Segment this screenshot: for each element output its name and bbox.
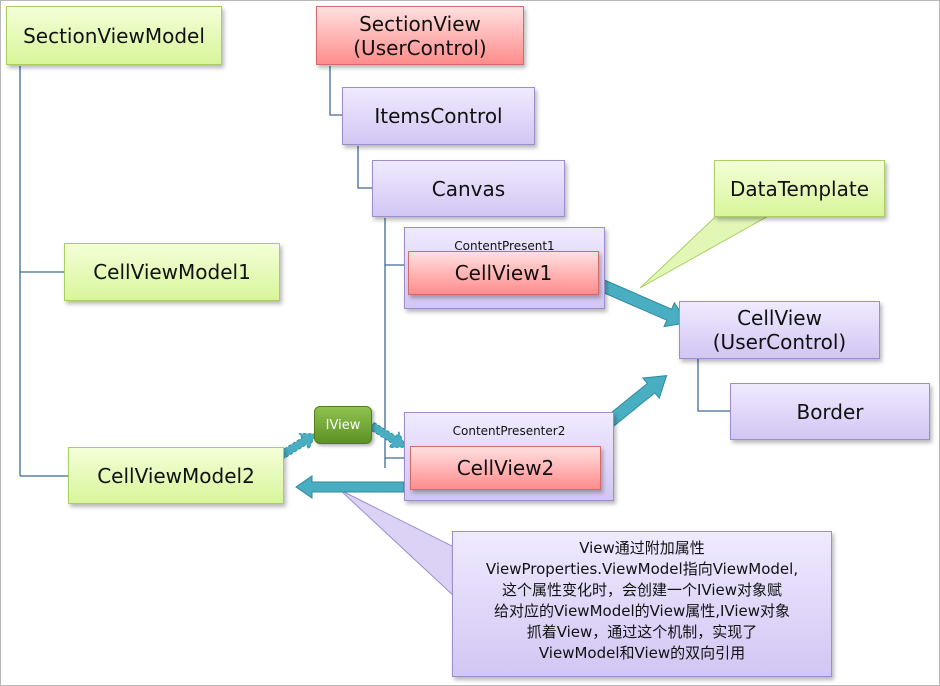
datatemplate-label: DataTemplate (729, 176, 869, 201)
sectionview-label: SectionView (359, 11, 481, 36)
note-line: View通过附加属性 (579, 539, 705, 557)
note-line: ViewProperties.ViewModel指向ViewModel, (485, 560, 799, 578)
cellviewmodel1-box: CellViewModel1 (64, 243, 280, 301)
border-box: Border (730, 383, 930, 440)
border-label: Border (796, 399, 864, 424)
sectionviewmodel-box: SectionViewModel (6, 6, 222, 65)
datatemplate-callout-pointer (639, 204, 772, 289)
cellview-label: CellView (737, 306, 822, 330)
cellviewmodel1-label: CellViewModel1 (93, 260, 251, 284)
contentpresenter2-label: ContentPresenter2 (452, 424, 566, 438)
sectionview-itemscontrol-line (329, 66, 342, 116)
canvas-label: Canvas (431, 176, 506, 201)
datatemplate-box: DataTemplate (714, 160, 885, 217)
note-line: 抓着View，通过这个机制，实现了 (526, 623, 758, 641)
iview-to-cellview2-arrow (369, 421, 407, 448)
cellviewmodel2-box: CellViewModel2 (68, 447, 284, 504)
cellview-usercontrol-box: CellView (UserControl) (679, 301, 880, 359)
itemscontrol-label: ItemsControl (374, 104, 503, 128)
cellviewmodel2-label: CellViewModel2 (97, 463, 255, 488)
sectionviewmodel-label: SectionViewModel (23, 23, 205, 48)
cellview1-label: CellView1 (454, 261, 553, 285)
cellview-border-line (697, 359, 730, 412)
sectionview-box: SectionView (UserControl) (316, 6, 524, 65)
sectionview-type-label: (UserControl) (353, 35, 487, 60)
iview-badge: IView (314, 406, 372, 444)
itemscontrol-canvas-line (357, 146, 372, 189)
contentpresent1-label: ContentPresent1 (454, 239, 555, 253)
cellview2-label: CellView2 (456, 456, 555, 480)
viewmodel-tree-line (19, 66, 68, 477)
contentpresenter2-to-cellviewmodel2-arrow (295, 475, 405, 499)
canvas-children-line (384, 218, 404, 468)
cellview-type-label: (UserControl) (712, 330, 847, 354)
cellviewmodel2-to-iview-arrow (279, 433, 317, 460)
iview-label: IView (325, 417, 361, 433)
cellview1-box: CellView1 (408, 251, 599, 295)
note-callout-pointer (339, 489, 457, 600)
explanation-note: View通过附加属性 ViewProperties.ViewModel指向Vie… (452, 531, 832, 677)
cellview2-box: CellView2 (410, 446, 601, 490)
note-line: 这个属性变化时，会创建一个IView对象赋 (501, 581, 783, 599)
note-line: ViewModel和View的双向引用 (538, 644, 746, 662)
itemscontrol-box: ItemsControl (342, 87, 535, 145)
note-line: 给对应的ViewModel的View属性,IView对象 (493, 602, 791, 620)
canvas-box: Canvas (372, 160, 565, 217)
